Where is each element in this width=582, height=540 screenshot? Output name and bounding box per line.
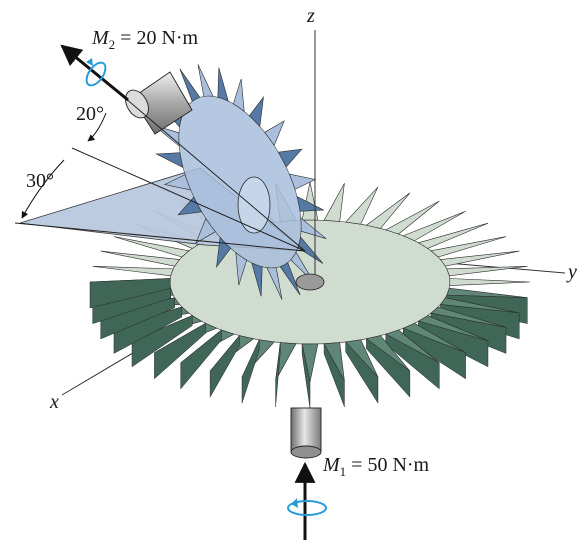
small-gear-hub bbox=[237, 176, 271, 234]
lower-shaft bbox=[290, 407, 322, 459]
rotation-arrow-upper bbox=[85, 58, 107, 87]
large-gear-tooth-side bbox=[89, 278, 171, 309]
moment-2-label: M2 = 20 N·m bbox=[91, 27, 199, 52]
z-axis-label: z bbox=[306, 5, 315, 27]
y-axis-label: y bbox=[566, 261, 577, 283]
small-gear-tooth bbox=[197, 64, 214, 97]
large-gear-tooth-side bbox=[275, 342, 281, 407]
large-gear-tooth bbox=[113, 236, 190, 258]
small-gear-tooth bbox=[217, 67, 229, 102]
small-gear-teeth bbox=[153, 64, 327, 300]
large-gear-tooth bbox=[402, 211, 466, 242]
large-gear-tooth-side bbox=[209, 334, 240, 399]
large-gear-tooth-side bbox=[366, 338, 411, 398]
large-gear-tooth bbox=[430, 236, 507, 258]
large-gear-tooth bbox=[365, 192, 411, 229]
angle-arc-30 bbox=[21, 159, 65, 219]
large-gear-tooth bbox=[323, 183, 345, 222]
large-gear-tooth-side bbox=[345, 341, 379, 404]
large-gear-tooth bbox=[417, 222, 489, 249]
angle-20-label: 20° bbox=[76, 103, 104, 125]
large-gear-hub bbox=[295, 273, 325, 291]
large-gear-tooth bbox=[100, 250, 181, 267]
large-gear-tooth bbox=[439, 250, 520, 267]
x-axis-label: x bbox=[49, 391, 59, 413]
angle-ref-line-2 bbox=[71, 147, 306, 252]
large-gear-tooth-side bbox=[180, 329, 222, 390]
small-gear-tooth bbox=[155, 152, 184, 169]
upper-shaft bbox=[125, 71, 193, 135]
rotation-arrow-lower bbox=[287, 498, 327, 516]
large-gear-tooth-side bbox=[154, 322, 206, 380]
angle-ref-line-1 bbox=[14, 222, 306, 252]
small-gear-disc bbox=[178, 95, 302, 269]
shaft-axis-line bbox=[117, 91, 306, 252]
angle-30-label: 30° bbox=[26, 170, 54, 192]
large-gear-tooth-side bbox=[301, 343, 311, 409]
large-gear-tooth bbox=[449, 278, 531, 286]
large-gear-tooth-side bbox=[241, 339, 260, 404]
large-gear-tooth bbox=[446, 266, 528, 277]
angle-arc-20 bbox=[87, 112, 107, 142]
large-gear-tooth-side bbox=[131, 315, 193, 368]
moment-1-label: M1 = 50 N·m bbox=[322, 454, 430, 479]
large-gear-tooth bbox=[345, 186, 379, 225]
large-gear-tooth bbox=[92, 266, 174, 277]
moment-2-arrow bbox=[60, 44, 129, 102]
large-gear-tooth bbox=[384, 200, 440, 235]
large-gear-tooth-side bbox=[323, 343, 345, 407]
